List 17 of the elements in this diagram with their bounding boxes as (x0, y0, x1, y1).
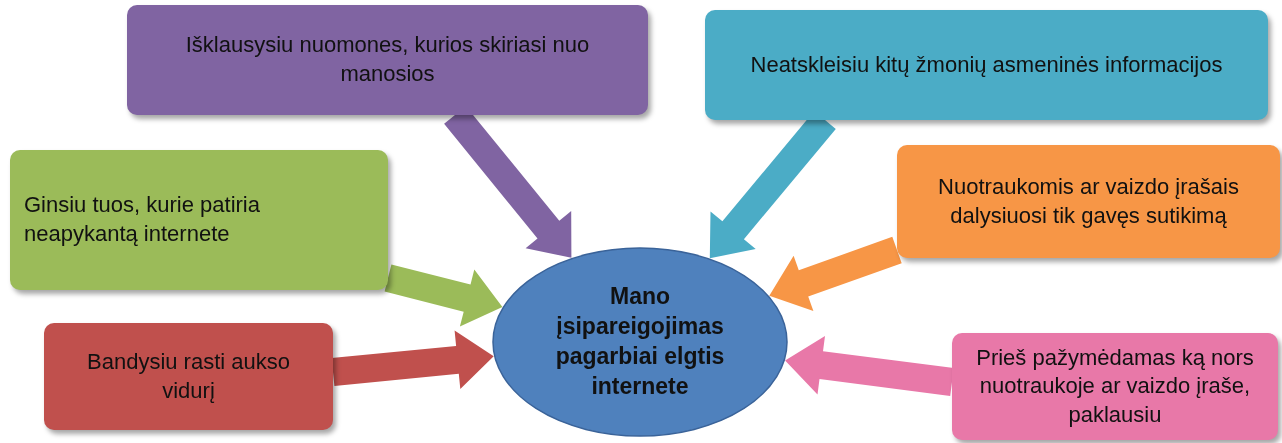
statement-box (897, 145, 1280, 258)
statement-box (44, 323, 333, 430)
goal-title: Mano įsipareigojimas pagarbiai elgtis internete (554, 282, 726, 401)
block-arrow (331, 330, 494, 390)
statement-text: Neatskleisiu kitų žmonių asmeninės informacijos (750, 50, 1223, 79)
block-arrow (769, 236, 902, 312)
statement-text: Nuotraukomis ar vaizdo įrašais dalysiuosi tik gavęs sutikimą (937, 172, 1240, 230)
block-arrow (785, 336, 954, 396)
statement-text: Išklausysiu nuomones, kurios skiriasi nuo manosios (184, 31, 591, 88)
statement-text: Bandysiu rasti aukso vidurį (86, 347, 291, 405)
statement-box (127, 5, 648, 115)
block-arrow (384, 264, 503, 327)
statement-box (705, 10, 1268, 120)
statement-text: Prieš pažymėdamas ką nors nuotraukoje ar vaizdo įraše, paklausiu (975, 343, 1255, 429)
statement-box (10, 150, 388, 290)
statement-text: Ginsiu tuos, kurie patiria neapykantą internete (24, 191, 261, 248)
statement-box (952, 333, 1278, 440)
